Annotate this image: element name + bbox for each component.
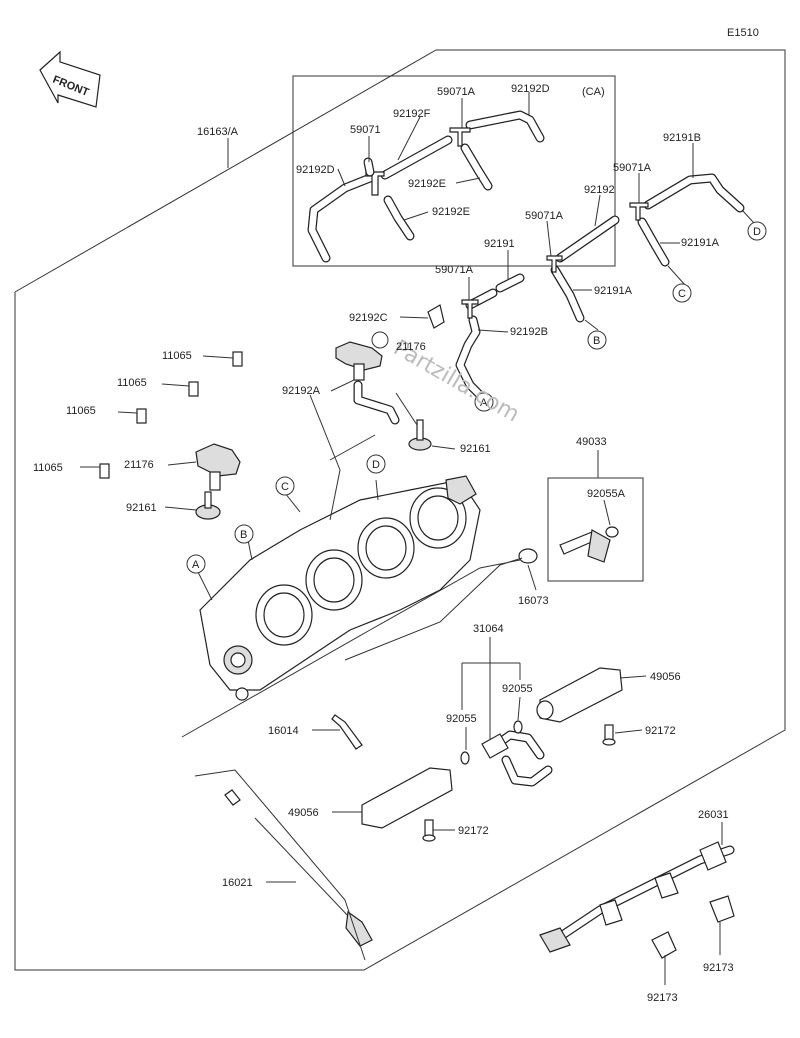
svg-text:B: B: [240, 529, 247, 541]
label-21176-1: 21176: [396, 341, 426, 353]
label-92192E-1: 92192E: [408, 178, 446, 190]
label-92192E-2: 92192E: [432, 206, 470, 218]
label-92173-2: 92173: [703, 962, 734, 974]
label-11065-4: 11065: [33, 462, 63, 474]
label-16021: 16021: [222, 877, 253, 889]
ref-circle-d-top: D: [747, 221, 767, 241]
injector-box: [547, 477, 644, 582]
label-11065-1: 11065: [162, 350, 192, 362]
label-92192D-top: 92192D: [511, 83, 550, 95]
label-49056-1: 49056: [650, 671, 681, 683]
vacuum-cap-lower: [195, 491, 221, 520]
label-59071A-r1: 59071A: [613, 162, 652, 174]
label-16163: 16163/A: [197, 126, 239, 138]
label-11065-2: 11065: [117, 377, 147, 389]
label-31064: 31064: [473, 623, 504, 635]
label-59071A-r2: 59071A: [525, 210, 564, 222]
diagram-code: E1510: [727, 27, 759, 39]
fuel-rail-right: [536, 667, 623, 746]
svg-text:C: C: [678, 288, 686, 300]
fuel-injector: [559, 526, 619, 563]
leader-lines: [80, 92, 755, 985]
label-16014: 16014: [268, 725, 299, 737]
label-92191: 92191: [484, 238, 515, 250]
svg-text:A: A: [192, 559, 200, 571]
label-21176-2: 21176: [124, 459, 154, 471]
label-92055A: 92055A: [587, 488, 626, 500]
outer-frame: [14, 49, 786, 971]
ref-circle-c-low: C: [275, 476, 295, 496]
ref-circle-a-top: A: [474, 392, 494, 412]
label-11065-3: 11065: [66, 405, 96, 417]
throttle-cable: [224, 789, 373, 947]
ca-inset-box: [292, 75, 616, 267]
label-92161-1: 92161: [460, 443, 491, 455]
vacuum-cap-upper: [408, 419, 432, 451]
label-92192D-left: 92192D: [296, 164, 335, 176]
label-92192: 92192: [584, 184, 615, 196]
label-92191B: 92191B: [663, 132, 701, 144]
label-92161-2: 92161: [126, 502, 157, 514]
ref-circle-c-top: C: [672, 283, 692, 303]
front-arrow-icon: FRONT: [39, 50, 101, 108]
ref-circle-d-low: D: [366, 454, 386, 474]
label-26031: 26031: [698, 809, 729, 821]
fuel-pipe: [460, 720, 553, 787]
label-92173-1: 92173: [647, 992, 678, 1004]
svg-text:A: A: [480, 397, 488, 409]
ca-hose-assembly: [307, 110, 545, 263]
label-16073: 16073: [518, 595, 549, 607]
svg-text:C: C: [281, 481, 289, 493]
clamp-92173-a: [651, 931, 677, 959]
label-92055-1: 92055: [502, 683, 533, 695]
svg-text:D: D: [753, 226, 761, 238]
label-92191A-1: 92191A: [681, 237, 720, 249]
label-92191A-2: 92191A: [594, 285, 633, 297]
label-92172-2: 92172: [458, 825, 489, 837]
label-ca: (CA): [582, 86, 605, 98]
label-59071A-ca: 59071A: [437, 86, 476, 98]
svg-text:B: B: [593, 335, 600, 347]
wiring-harness: [539, 841, 735, 953]
label-92192F: 92192F: [393, 108, 431, 120]
label-92192A: 92192A: [282, 385, 321, 397]
oring-16073: [518, 548, 538, 564]
label-92192B: 92192B: [510, 326, 548, 338]
ref-circle-a-low: A: [186, 554, 206, 574]
ref-circle-b-top: B: [587, 330, 607, 350]
svg-text:D: D: [372, 459, 380, 471]
caps-11065: [99, 351, 243, 479]
pressure-sensor-upper: [335, 341, 383, 381]
label-59071A-r3: 59071A: [435, 264, 474, 276]
clamp-92173-b: [709, 895, 735, 923]
callout-labels: 16163/A (CA) 59071A 92192D 92192F 59071 …: [33, 83, 734, 1004]
label-49033: 49033: [576, 436, 607, 448]
fuel-rail-left: [361, 767, 453, 842]
pressure-sensor-lower: [195, 443, 241, 491]
ref-circle-b-low: B: [234, 524, 254, 544]
label-49056-2: 49056: [288, 807, 319, 819]
label-59071: 59071: [350, 124, 381, 136]
adjust-screw: [331, 714, 363, 750]
label-92192C: 92192C: [349, 312, 388, 324]
throttle-body-assembly: [199, 475, 481, 701]
vacuum-hose-assembly: [353, 173, 745, 425]
label-92172-1: 92172: [645, 725, 676, 737]
label-92055-2: 92055: [446, 713, 477, 725]
